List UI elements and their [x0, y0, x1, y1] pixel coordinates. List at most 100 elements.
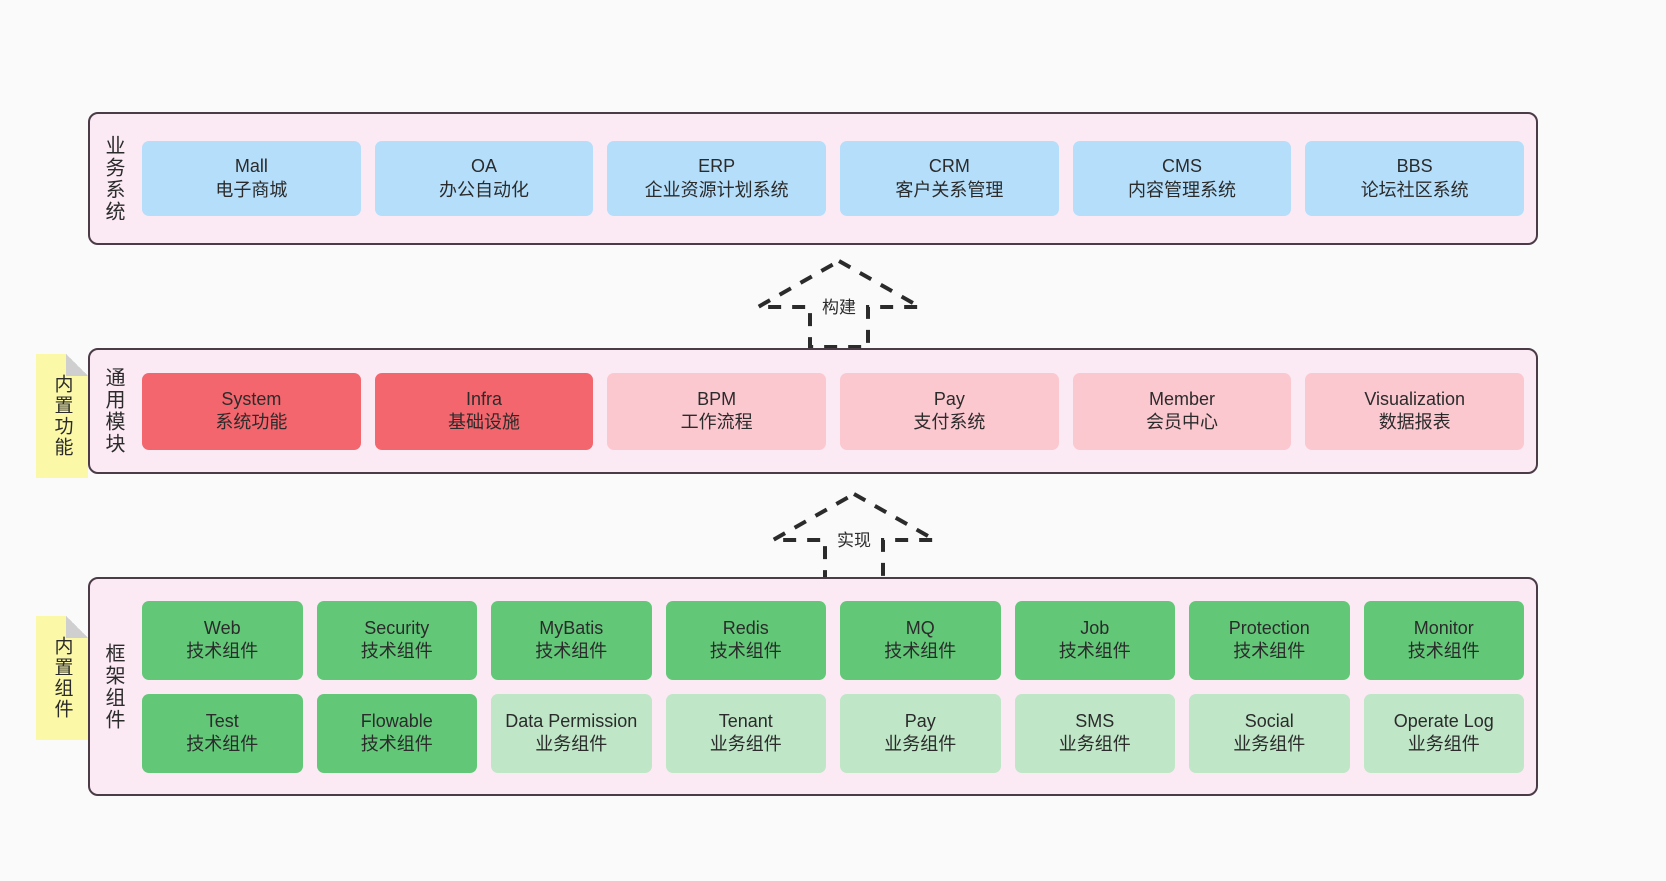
layer-title-business: 业务系统: [102, 134, 124, 223]
arrow-implement-label: 实现: [834, 526, 874, 551]
card-title: MyBatis: [539, 617, 604, 638]
card-title: OA: [471, 156, 498, 177]
layer-body-business: Mall 电子商城 OA 办公自动化 ERP 企业资源计划系统 CRM 客户关系…: [136, 114, 1536, 243]
card-subtitle: 技术组件: [1233, 641, 1306, 661]
layer-title-modules: 通用模块: [102, 367, 124, 455]
card-row: Mall 电子商城 OA 办公自动化 ERP 企业资源计划系统 CRM 客户关系…: [142, 141, 1525, 216]
card-subtitle: 业务组件: [1407, 734, 1480, 754]
card-subtitle: 数据报表: [1378, 412, 1451, 432]
card-mybatis[interactable]: MyBatis 技术组件: [491, 600, 652, 680]
card-subtitle: 技术组件: [1058, 641, 1131, 661]
card-bbs[interactable]: BBS 论坛社区系统: [1305, 141, 1525, 216]
card-title: Monitor: [1413, 617, 1474, 638]
card-protection[interactable]: Protection 技术组件: [1189, 600, 1350, 680]
card-security[interactable]: Security 技术组件: [316, 600, 477, 680]
card-subtitle: 工作流程: [680, 412, 753, 432]
card-subtitle: 业务组件: [1058, 734, 1131, 754]
card-subtitle: 论坛社区系统: [1360, 179, 1469, 200]
note-label: 内置功能: [51, 374, 73, 458]
card-job[interactable]: Job 技术组件: [1014, 600, 1175, 680]
card-title: SMS: [1075, 710, 1115, 731]
card-title: Flowable: [360, 710, 433, 731]
card-title: Operate Log: [1393, 710, 1494, 731]
card-operate-log[interactable]: Operate Log 业务组件: [1363, 693, 1524, 773]
card-flowable[interactable]: Flowable 技术组件: [316, 693, 477, 773]
card-title: CRM: [928, 156, 970, 177]
card-title: Visualization: [1364, 388, 1466, 409]
card-title: Social: [1244, 710, 1294, 731]
card-crm[interactable]: CRM 客户关系管理: [840, 141, 1059, 216]
card-subtitle: 技术组件: [360, 734, 433, 754]
card-subtitle: 技术组件: [360, 641, 433, 661]
card-title: Security: [364, 617, 430, 638]
arrow-build-label: 构建: [819, 293, 859, 318]
card-title: Test: [205, 710, 239, 731]
card-subtitle: 客户关系管理: [895, 179, 1004, 200]
card-social[interactable]: Social 业务组件: [1189, 693, 1350, 773]
card-subtitle: 系统功能: [215, 412, 288, 432]
arrow-implement: 实现: [765, 490, 943, 582]
card-title: Infra: [465, 388, 503, 409]
card-title: MQ: [905, 617, 935, 638]
card-subtitle: 技术组件: [186, 641, 259, 661]
card-subtitle: 技术组件: [1407, 641, 1480, 661]
card-infra[interactable]: Infra 基础设施: [374, 372, 594, 450]
card-title: Redis: [722, 617, 769, 638]
dashed-up-arrow-icon: [765, 491, 943, 582]
note-builtin-function: 内置功能: [36, 354, 88, 478]
layer-body-modules: System 系统功能 Infra 基础设施 BPM 工作流程 Pay 支付系统…: [136, 350, 1536, 472]
card-pay-component[interactable]: Pay 业务组件: [840, 693, 1001, 773]
card-sms[interactable]: SMS 业务组件: [1014, 693, 1175, 773]
card-title: CMS: [1162, 156, 1203, 177]
card-monitor[interactable]: Monitor 技术组件: [1363, 600, 1524, 680]
card-test[interactable]: Test 技术组件: [142, 693, 303, 773]
card-title: Pay: [933, 388, 965, 409]
card-subtitle: 业务组件: [884, 734, 957, 754]
card-subtitle: 企业资源计划系统: [644, 179, 789, 200]
layer-common-modules: 通用模块 System 系统功能 Infra 基础设施 BPM 工作流程 Pay…: [88, 348, 1538, 474]
card-data-permission[interactable]: Data Permission 业务组件: [491, 693, 652, 773]
card-title: BPM: [697, 388, 737, 409]
card-row: Test 技术组件 Flowable 技术组件 Data Permission …: [142, 693, 1524, 773]
card-subtitle: 电子商城: [215, 179, 288, 200]
card-title: Protection: [1228, 617, 1310, 638]
card-visualization[interactable]: Visualization 数据报表: [1305, 372, 1525, 450]
card-erp[interactable]: ERP 企业资源计划系统: [607, 141, 827, 216]
card-title: Pay: [904, 710, 936, 731]
dashed-up-arrow-icon: [750, 258, 928, 349]
card-subtitle: 业务组件: [709, 734, 782, 754]
note-label: 内置组件: [51, 636, 73, 720]
card-subtitle: 支付系统: [913, 412, 986, 432]
card-subtitle: 技术组件: [709, 641, 782, 661]
arrow-build: 构建: [750, 257, 928, 349]
card-mq[interactable]: MQ 技术组件: [840, 600, 1001, 680]
card-redis[interactable]: Redis 技术组件: [665, 600, 826, 680]
layer-business-systems: 业务系统 Mall 电子商城 OA 办公自动化 ERP 企业资源计划系统 CRM…: [88, 112, 1538, 245]
card-title: Data Permission: [505, 710, 638, 731]
card-subtitle: 业务组件: [1233, 734, 1306, 754]
card-row: Web 技术组件 Security 技术组件 MyBatis 技术组件 Redi…: [142, 600, 1524, 680]
layer-body-framework: Web 技术组件 Security 技术组件 MyBatis 技术组件 Redi…: [136, 579, 1536, 794]
card-oa[interactable]: OA 办公自动化: [374, 141, 594, 216]
card-subtitle: 技术组件: [186, 734, 259, 754]
card-subtitle: 办公自动化: [439, 179, 529, 200]
card-member[interactable]: Member 会员中心: [1072, 372, 1292, 450]
card-title: System: [221, 388, 282, 409]
card-subtitle: 业务组件: [535, 734, 608, 754]
card-subtitle: 内容管理系统: [1128, 179, 1237, 200]
card-bpm[interactable]: BPM 工作流程: [607, 372, 827, 450]
card-title: Mall: [234, 156, 268, 177]
card-subtitle: 技术组件: [884, 641, 957, 661]
card-row: System 系统功能 Infra 基础设施 BPM 工作流程 Pay 支付系统…: [142, 372, 1525, 450]
card-tenant[interactable]: Tenant 业务组件: [665, 693, 826, 773]
card-web[interactable]: Web 技术组件: [142, 600, 303, 680]
card-mall[interactable]: Mall 电子商城: [142, 141, 361, 216]
card-title: Web: [203, 617, 241, 638]
card-cms[interactable]: CMS 内容管理系统: [1072, 141, 1292, 216]
card-pay-module[interactable]: Pay 支付系统: [840, 372, 1059, 450]
card-title: BBS: [1396, 156, 1433, 177]
card-system[interactable]: System 系统功能: [142, 372, 361, 450]
card-subtitle: 技术组件: [535, 641, 608, 661]
card-title: Tenant: [718, 710, 773, 731]
